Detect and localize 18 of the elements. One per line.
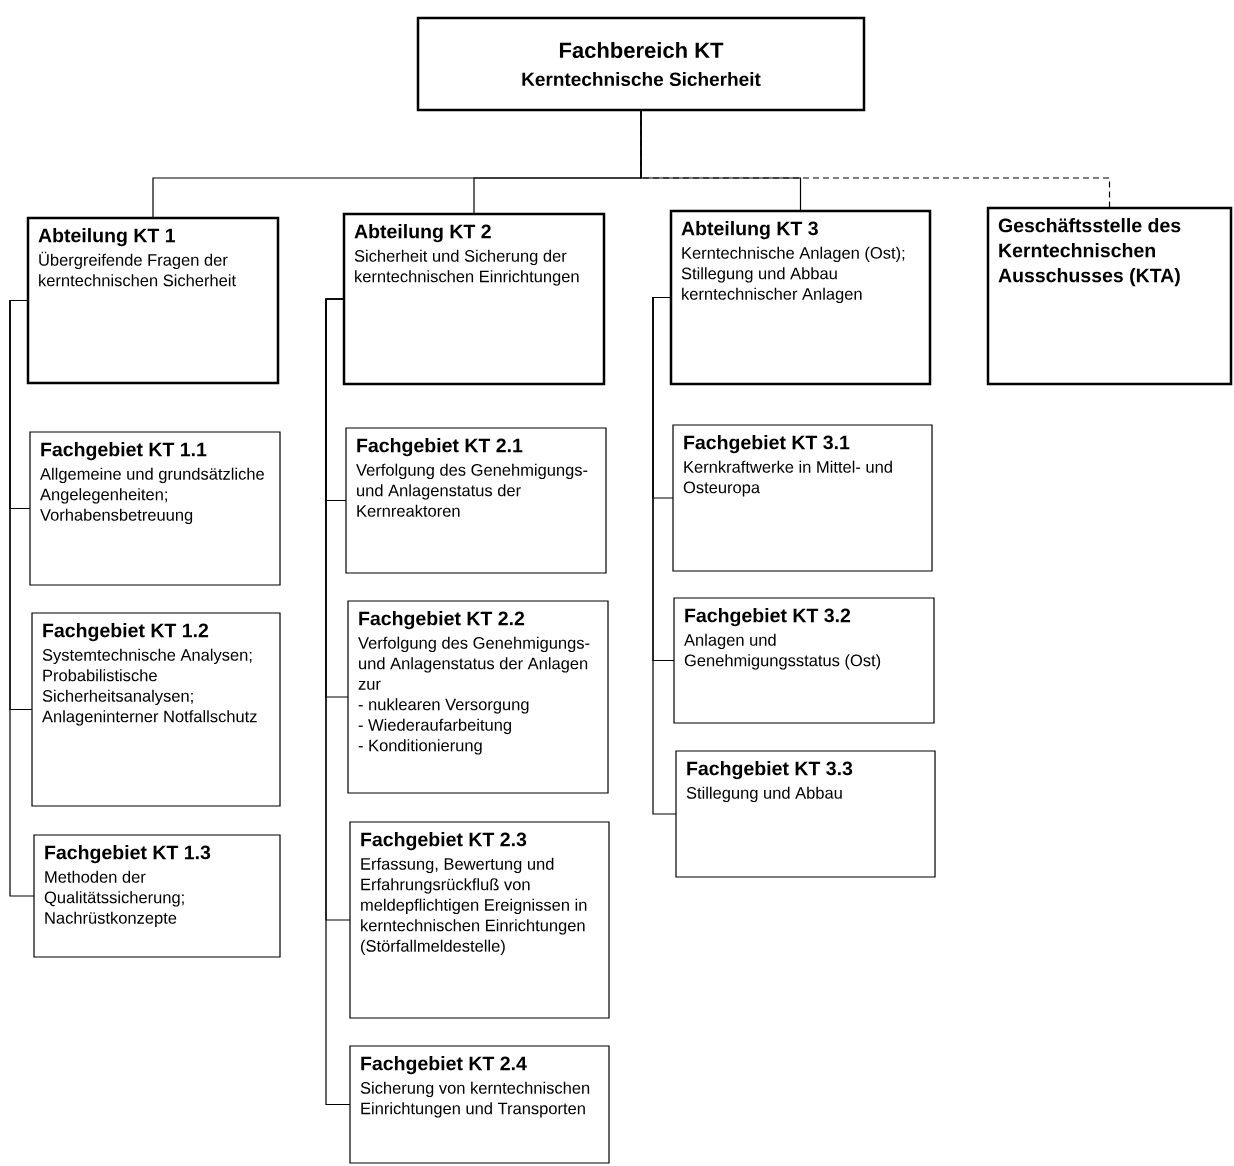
unit-box: Fachgebiet KT 2.3 Erfassung, Bewertung und Erfahrungsrückfluß von meldepflichtigen Ereignissen in kerntechnischen Einrichtungen (Störfallmeldestelle): [349, 821, 610, 1019]
division-box: Abteilung KT 3 Kerntechnische Anlagen (Ost); Stillegung und Abbau kerntechnischer Anlagen: [669, 209, 932, 386]
unit-box: Fachgebiet KT 3.1 Kernkraftwerke in Mittel- und Osteuropa: [672, 424, 933, 572]
connector-line: [652, 296, 677, 815]
connector-line: [325, 298, 351, 1106]
unit-box: Fachgebiet KT 1.1 Allgemeine und grundsätzliche Angelegenheiten; Vorhabensbetreuung: [29, 431, 281, 586]
department-box: Fachbereich KT Kerntechnische Sicherheit: [416, 16, 866, 112]
unit-box: Fachgebiet KT 3.3 Stillegung und Abbau: [675, 750, 936, 878]
unit-box: Fachgebiet KT 2.1 Verfolgung des Genehmigungs- und Anlagenstatus der Kernreaktoren: [345, 427, 607, 574]
office-box: Geschäftsstelle des Kerntechnischen Ausschusses (KTA): [986, 206, 1233, 386]
division-box: Abteilung KT 2 Sicherheit und Sicherung der kerntechnischen Einrichtungen: [342, 212, 606, 386]
unit-box: Fachgebiet KT 1.2 Systemtechnische Analysen; Probabilistische Sicherheitsanalysen; Anlageninterner Notfallschutz: [31, 612, 281, 807]
unit-box: Fachgebiet KT 2.4 Sicherung von kerntechnischen Einrichtungen und Transporten: [349, 1045, 610, 1164]
division-box: Abteilung KT 1 Übergreifende Fragen der kerntechnischen Sicherheit: [26, 216, 280, 385]
unit-box: Fachgebiet KT 1.3 Methoden der Qualitätssicherung; Nachrüstkonzepte: [33, 834, 281, 958]
connector-line: [9, 299, 35, 897]
unit-box: Fachgebiet KT 3.2 Anlagen und Genehmigungsstatus (Ost): [673, 597, 935, 724]
unit-box: Fachgebiet KT 2.2 Verfolgung des Genehmigungs- und Anlagenstatus der Anlagen zur - nuklearen Versorgung - Wiederaufarbeitung - Konditionierung: [347, 600, 609, 794]
